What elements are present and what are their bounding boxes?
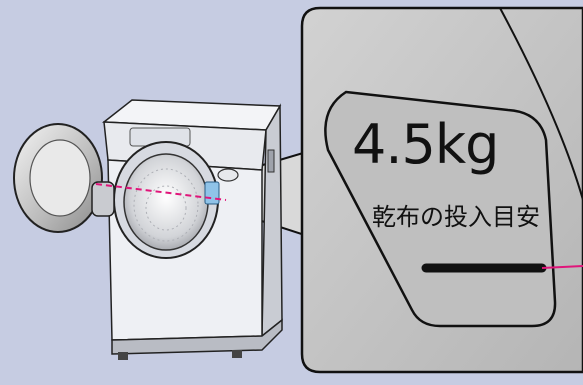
fill-guide-pink-line bbox=[541, 265, 583, 269]
open-door bbox=[13, 123, 115, 233]
fill-guide-label: 乾布の投入目安 bbox=[372, 203, 540, 231]
washing-machine bbox=[101, 99, 283, 360]
capacity-label: 4.5kg bbox=[352, 113, 499, 176]
fill-guide-dashed-line bbox=[95, 183, 227, 201]
zoom-panel bbox=[300, 6, 583, 374]
